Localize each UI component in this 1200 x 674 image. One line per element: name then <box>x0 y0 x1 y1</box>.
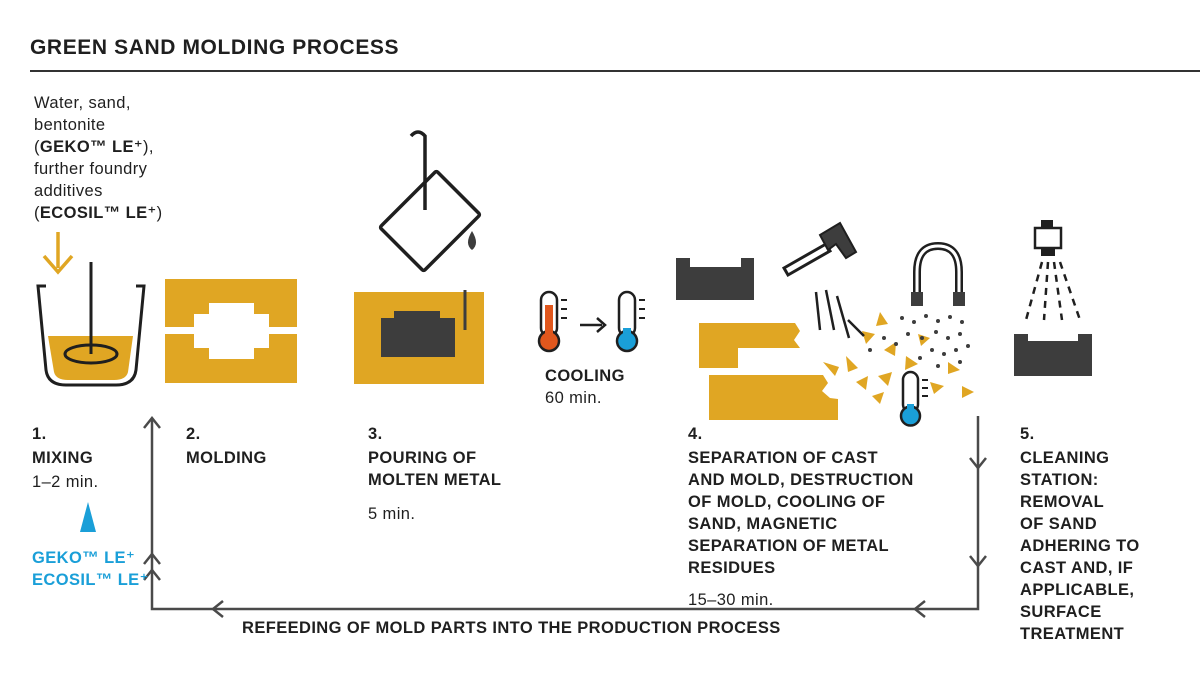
ingredient-arrow-icon <box>42 232 74 275</box>
spray-nozzle-icon <box>1033 220 1063 256</box>
additive-indicator-icon <box>80 502 96 532</box>
cooling-label: COOLING <box>545 367 625 385</box>
step-title-line: OF SAND <box>1020 515 1098 533</box>
step-duration: 5 min. <box>368 505 416 523</box>
step-title-line: CAST AND, IF <box>1020 559 1134 577</box>
cooling-label-block: COOLING 60 min. <box>545 365 625 409</box>
page-title: GREEN SAND MOLDING PROCESS <box>30 36 400 59</box>
step-title-line: SURFACE <box>1020 603 1102 621</box>
step-title-line: ADHERING TO <box>1020 537 1140 555</box>
spray-lines-icon <box>1024 261 1082 321</box>
step-number: 4. <box>688 425 703 443</box>
impact-lines-icon <box>814 289 865 339</box>
step-number: 1. <box>32 425 47 443</box>
step-title-line: MOLTEN METAL <box>368 471 502 489</box>
debris-particles-icon <box>868 314 970 368</box>
step-title: MOLDING <box>186 449 267 467</box>
additive-ecosil: ECOSIL™ LE⁺ <box>32 571 149 589</box>
step-2: 2. MOLDING <box>186 423 267 469</box>
step-title-line: SEPARATION OF METAL <box>688 537 890 555</box>
cast-part-icon <box>676 258 754 300</box>
ingredients-line: (ECOSIL™ LE⁺) <box>34 204 163 222</box>
geko-name: GEKO™ LE⁺ <box>39 138 143 156</box>
pouring-ladle-icon <box>378 130 482 273</box>
step-title-line: POURING OF <box>368 449 477 467</box>
ingredients-line: further foundry <box>34 160 148 178</box>
broken-mold-icon <box>699 312 974 420</box>
additive-names: GEKO™ LE⁺ ECOSIL™ LE⁺ <box>32 547 149 591</box>
ingredients-line: additives <box>34 182 103 200</box>
cooling-arrow-icon <box>580 317 607 333</box>
step-title-line: OF MOLD, COOLING OF <box>688 493 886 511</box>
filled-mold-icon <box>354 290 484 384</box>
step-title: MIXING <box>32 449 94 467</box>
step-number: 5. <box>1020 425 1035 443</box>
step-5: 5. CLEANING STATION: REMOVAL OF SAND ADH… <box>1020 423 1140 645</box>
step-title-line: STATION: <box>1020 471 1099 489</box>
step-title-line: APPLICABLE, <box>1020 581 1135 599</box>
step-3: 3. POURING OF MOLTEN METAL 5 min. <box>368 423 501 525</box>
step-duration: 1–2 min. <box>32 473 99 491</box>
step-title-line: TREATMENT <box>1020 625 1125 643</box>
cooling-duration: 60 min. <box>545 389 602 407</box>
step-title-line: SEPARATION OF CAST <box>688 449 878 467</box>
step-title-line: CLEANING <box>1020 449 1110 467</box>
magnet-icon <box>911 241 965 306</box>
thermometer-cold-small-icon <box>899 370 928 427</box>
step-title-line: RESIDUES <box>688 559 776 577</box>
step-4: 4. SEPARATION OF CAST AND MOLD, DESTRUCT… <box>688 423 914 611</box>
cleaned-cast-icon <box>1014 334 1092 376</box>
step-number: 3. <box>368 425 383 443</box>
step-number: 2. <box>186 425 201 443</box>
step-1: 1. MIXING 1–2 min. <box>32 423 99 493</box>
ingredients-text: Water, sand, bentonite (GEKO™ LE⁺), furt… <box>34 92 163 224</box>
ingredients-line: Water, sand, <box>34 94 131 112</box>
thermometer-cold-icon <box>615 290 645 353</box>
refeed-loop <box>143 415 987 618</box>
step-title-line: AND MOLD, DESTRUCTION <box>688 471 914 489</box>
thermometer-hot-icon <box>537 290 567 353</box>
step-duration: 15–30 min. <box>688 591 774 609</box>
ecosil-name: ECOSIL™ LE⁺ <box>39 204 157 222</box>
step-title-line: REMOVAL <box>1020 493 1105 511</box>
mold-icon <box>165 279 297 383</box>
ingredients-line: bentonite <box>34 116 106 134</box>
step-title-line: SAND, MAGNETIC <box>688 515 838 533</box>
title-divider <box>30 70 1200 72</box>
additive-geko: GEKO™ LE⁺ <box>32 549 136 567</box>
mixing-vessel-icon <box>36 262 146 387</box>
ingredients-line: (GEKO™ LE⁺), <box>34 138 154 156</box>
refeed-label: REFEEDING OF MOLD PARTS INTO THE PRODUCT… <box>242 619 781 637</box>
hammer-icon <box>781 221 858 278</box>
